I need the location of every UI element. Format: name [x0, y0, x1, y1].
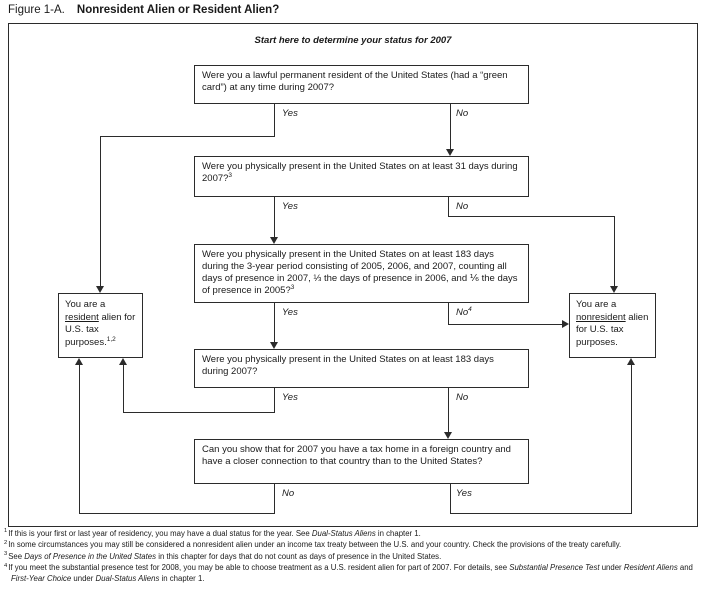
arrowhead-right-icon	[562, 320, 569, 328]
result-box-resident: You are a resident alien for U.S. tax pu…	[58, 293, 143, 358]
branch-label-yes: Yes	[456, 488, 472, 499]
result-text: alien for U.S. tax purposes.	[576, 311, 649, 348]
figure-number-label: Figure 1-A.	[8, 4, 65, 16]
connector-line	[450, 104, 451, 149]
connector-line	[274, 104, 275, 136]
question-text: Were you physically present in the Unite…	[202, 354, 494, 378]
connector-line	[448, 324, 562, 325]
connector-line	[448, 303, 449, 324]
footnote-ref: 3	[290, 284, 295, 292]
branch-label-no: No	[456, 392, 469, 403]
question-text: Were you physically present in the Unite…	[202, 161, 518, 185]
result-text: alien for U.S. tax purposes.	[65, 311, 136, 348]
connector-line	[274, 197, 275, 237]
connector-line	[274, 484, 275, 513]
connector-line	[123, 412, 275, 413]
flowchart-frame: Start here to determine your status for …	[8, 23, 698, 527]
branch-label-no: No	[282, 488, 295, 499]
arrowhead-down-icon	[270, 342, 278, 349]
footnote-3: 3See Days of Presence in the United Stat…	[4, 551, 442, 561]
branch-label-no: No	[456, 201, 469, 212]
arrowhead-down-icon	[446, 149, 454, 156]
result-box-nonresident: You are a nonresident alien for U.S. tax…	[569, 293, 656, 358]
connector-line	[79, 513, 275, 514]
footnote-2: 2In some circumstances you may still be …	[4, 539, 622, 550]
branch-label-yes: Yes	[282, 392, 298, 403]
footnote-marker: 2	[4, 539, 8, 546]
connector-line	[614, 216, 615, 286]
arrowhead-up-icon	[119, 358, 127, 365]
arrowhead-down-icon	[610, 286, 618, 293]
question-text: Were you a lawful permanent resident of …	[202, 70, 508, 94]
branch-label-yes: Yes	[282, 307, 298, 318]
question-box-31-days: Were you physically present in the Unite…	[194, 156, 529, 197]
question-box-183-days-3-year: Were you physically present in the Unite…	[194, 244, 529, 303]
connector-line	[448, 388, 449, 432]
connector-line	[100, 136, 101, 286]
footnote-1: 1If this is your first or last year of r…	[4, 528, 421, 538]
footnote-ref: 4	[468, 305, 472, 313]
arrowhead-down-icon	[444, 432, 452, 439]
start-instruction: Start here to determine your status for …	[254, 35, 452, 46]
arrowhead-down-icon	[96, 286, 104, 293]
connector-line	[448, 216, 615, 217]
question-text: Can you show that for 2007 you have a ta…	[202, 444, 511, 468]
footnote-4: 4If you meet the substantial presence te…	[4, 562, 693, 583]
connector-line	[448, 197, 449, 216]
arrowhead-up-icon	[75, 358, 83, 365]
connector-line	[274, 388, 275, 412]
footnote-ref: 3	[228, 172, 233, 179]
result-keyword: resident	[65, 311, 99, 323]
connector-line	[274, 303, 275, 342]
connector-line	[631, 365, 632, 513]
result-keyword: nonresident	[576, 311, 626, 323]
connector-line	[450, 513, 632, 514]
footnotes: 1If this is your first or last year of r…	[4, 529, 702, 585]
footnote-marker: 1	[4, 528, 8, 535]
result-text: You are a	[65, 299, 106, 310]
footnote-ref: 1,2	[106, 335, 116, 343]
branch-label-no: No4	[456, 305, 472, 318]
footnote-marker: 4	[4, 562, 8, 569]
arrowhead-down-icon	[270, 237, 278, 244]
result-text: You are a	[576, 299, 617, 310]
branch-label-yes: Yes	[282, 201, 298, 212]
connector-line	[450, 484, 451, 513]
connector-line	[100, 136, 275, 137]
question-box-green-card: Were you a lawful permanent resident of …	[194, 65, 529, 104]
question-box-tax-home: Can you show that for 2007 you have a ta…	[194, 439, 529, 484]
figure-title: Nonresident Alien or Resident Alien?	[76, 4, 280, 16]
branch-label-no: No	[456, 108, 469, 119]
figure-heading: Figure 1-A. Nonresident Alien or Resident…	[8, 4, 279, 16]
question-text: Were you physically present in the Unite…	[202, 249, 518, 297]
connector-line	[123, 365, 124, 412]
question-box-183-days-2007: Were you physically present in the Unite…	[194, 349, 529, 388]
arrowhead-up-icon	[627, 358, 635, 365]
branch-label-yes: Yes	[282, 108, 298, 119]
connector-line	[79, 365, 80, 513]
footnote-marker: 3	[4, 551, 8, 558]
